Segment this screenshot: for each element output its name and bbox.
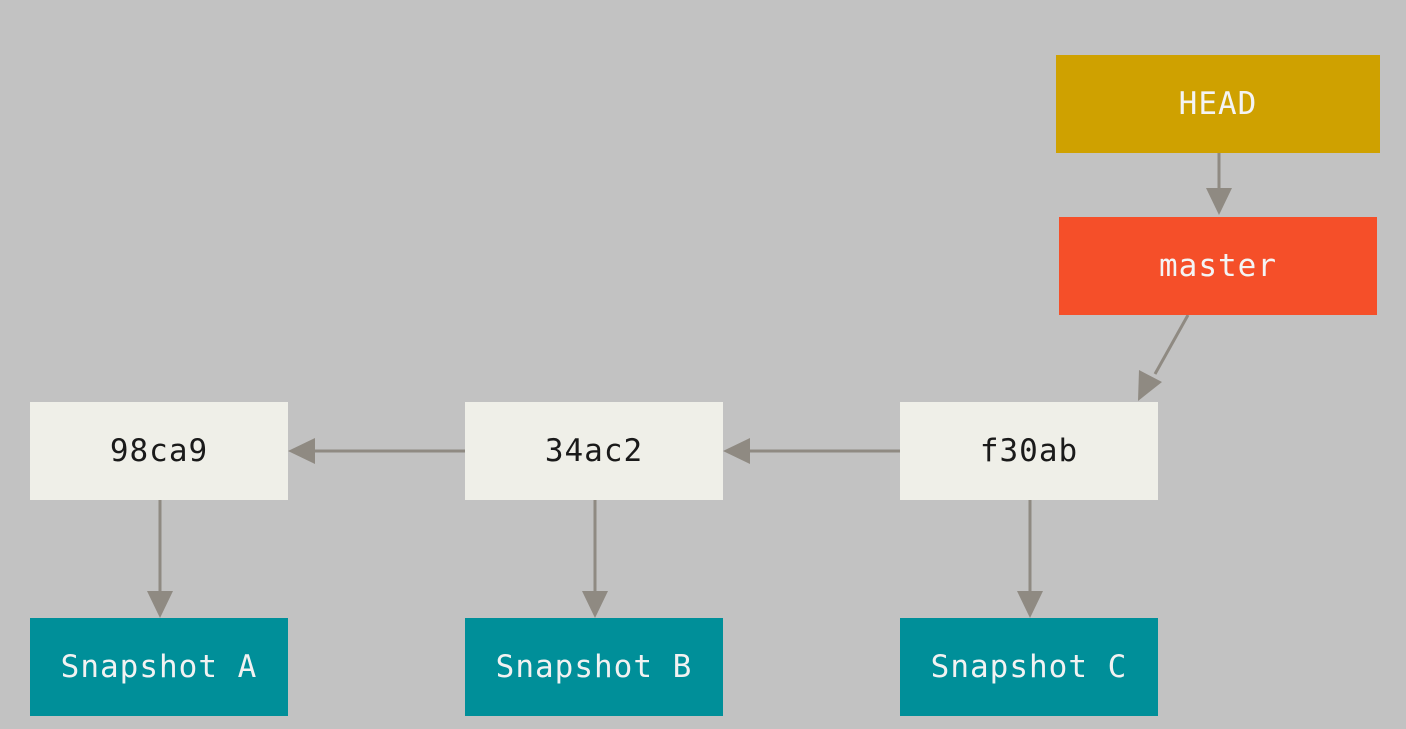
commit-34ac2: 34ac2 xyxy=(465,402,723,500)
arrowhead-snapshot-a xyxy=(147,591,173,618)
snapshot-c: Snapshot C xyxy=(900,618,1158,716)
arrowhead-snapshot-b xyxy=(582,591,608,618)
snapshot-a: Snapshot A xyxy=(30,618,288,716)
branch-master: master xyxy=(1059,217,1377,315)
arrowhead-snapshot-c xyxy=(1017,591,1043,618)
arrowhead-master-to-f30ab xyxy=(1138,370,1162,401)
head-pointer: HEAD xyxy=(1056,55,1380,153)
arrowhead-34ac2-to-98ca9 xyxy=(288,438,315,464)
commit-98ca9: 98ca9 xyxy=(30,402,288,500)
arrowhead-head-to-master xyxy=(1206,188,1232,215)
arrowhead-f30ab-to-34ac2 xyxy=(723,438,750,464)
commit-f30ab: f30ab xyxy=(900,402,1158,500)
snapshot-b: Snapshot B xyxy=(465,618,723,716)
arrow-master-to-f30ab xyxy=(1153,314,1190,375)
